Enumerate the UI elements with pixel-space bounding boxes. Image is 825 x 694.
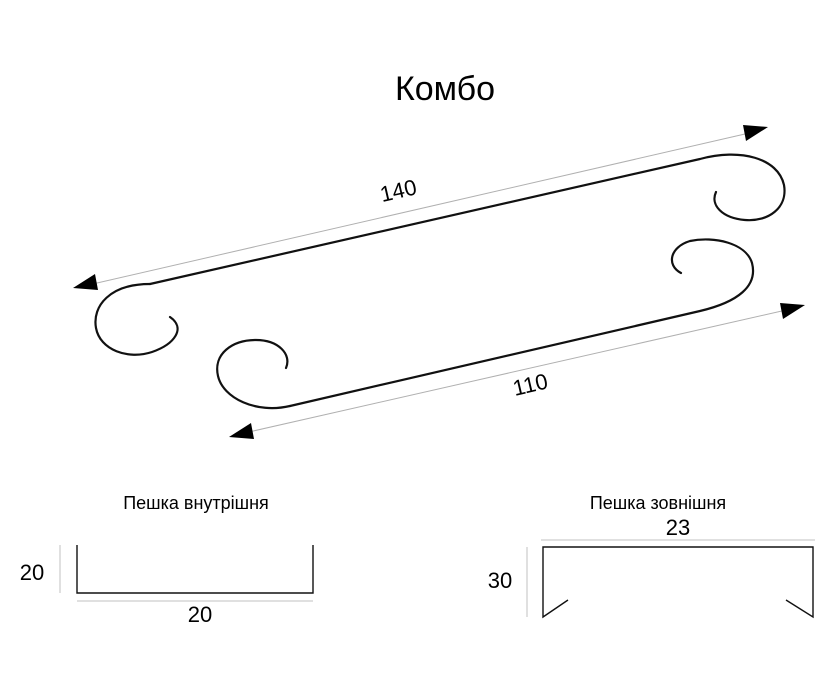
inner-piece-height-label: 20 xyxy=(20,560,44,585)
bottom-dimension-arrow-right xyxy=(780,303,805,319)
outer-piece: Пешка зовнішня 23 30 xyxy=(488,493,815,619)
top-dimension-arrow-left xyxy=(73,274,98,290)
upper-strip xyxy=(148,153,786,286)
outer-piece-height-label: 30 xyxy=(488,568,512,593)
top-dimension-line xyxy=(83,130,759,287)
outer-piece-profile xyxy=(542,546,814,619)
bottom-dimension-arrow-left xyxy=(229,423,254,439)
inner-piece: Пешка внутрішня 20 20 xyxy=(20,493,314,627)
top-dimension-label: 140 xyxy=(378,174,419,207)
inner-piece-profile xyxy=(76,545,314,594)
lower-profile xyxy=(216,238,755,410)
upper-left-curl xyxy=(94,282,179,356)
top-dimension-arrow-right xyxy=(743,125,768,141)
inner-piece-caption: Пешка внутрішня xyxy=(123,493,269,513)
upper-profile xyxy=(94,153,786,356)
diagram-title: Комбо xyxy=(395,70,495,108)
outer-piece-caption: Пешка зовнішня xyxy=(590,493,726,513)
bottom-dimension: 110 xyxy=(229,303,805,439)
outer-piece-width-label: 23 xyxy=(666,515,690,540)
lower-strip xyxy=(288,238,755,408)
lower-left-curl xyxy=(216,338,292,410)
inner-piece-width-label: 20 xyxy=(188,602,212,627)
top-dimension: 140 xyxy=(73,125,768,290)
bottom-dimension-label: 110 xyxy=(510,369,550,401)
bottom-dimension-line xyxy=(239,307,796,435)
